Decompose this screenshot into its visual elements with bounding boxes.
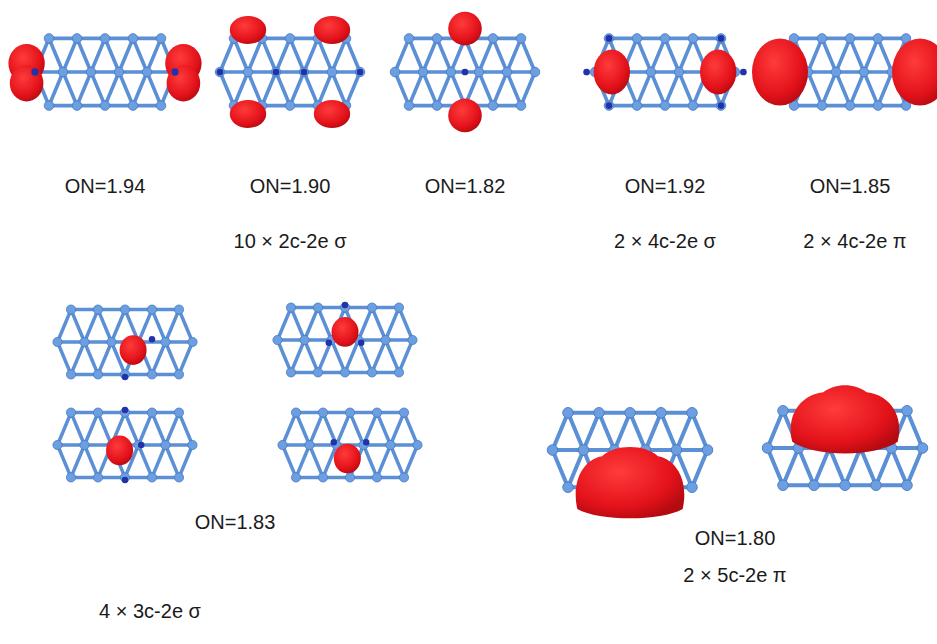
occupation-number: ON=1.82 (425, 175, 506, 198)
bond-class-label: 2 × 4c-2e σ (614, 230, 716, 253)
orbital-3c-b (273, 302, 417, 377)
occupation-number: ON=1.85 (810, 175, 891, 198)
orbital-2c-c (390, 12, 540, 132)
boron-cluster (273, 303, 417, 377)
orbital-5c-pi-b (762, 385, 928, 490)
orbital-3c-c (53, 407, 197, 484)
occupation-number: ON=1.83 (195, 511, 276, 534)
orbital-2c-b (215, 16, 365, 128)
orbital-4c-sigma (583, 34, 747, 111)
bond-class-label: 10 × 2c-2e σ (234, 230, 347, 253)
orbital-2c-a (8, 34, 201, 111)
bond-class-label: 4 × 3c-2e σ (99, 600, 201, 623)
orbital-4c-pi (752, 34, 937, 111)
boron-cluster (53, 305, 197, 379)
occupation-number: ON=1.80 (695, 527, 776, 550)
bond-class-label: 2 × 5c-2e π (683, 564, 786, 587)
boron-cluster (215, 34, 365, 111)
bond-class-label: 2 × 4c-2e π (803, 230, 906, 253)
boron-cluster (53, 408, 197, 482)
orbital-5c-pi-a (547, 408, 713, 519)
occupation-number: ON=1.94 (65, 175, 146, 198)
boron-cluster (590, 34, 740, 111)
boron-cluster (30, 34, 180, 111)
occupation-number: ON=1.92 (625, 175, 706, 198)
boron-cluster (278, 408, 422, 482)
occupation-number: ON=1.90 (250, 175, 331, 198)
orbital-3c-d (278, 408, 422, 482)
orbital-3c-a (53, 305, 197, 380)
